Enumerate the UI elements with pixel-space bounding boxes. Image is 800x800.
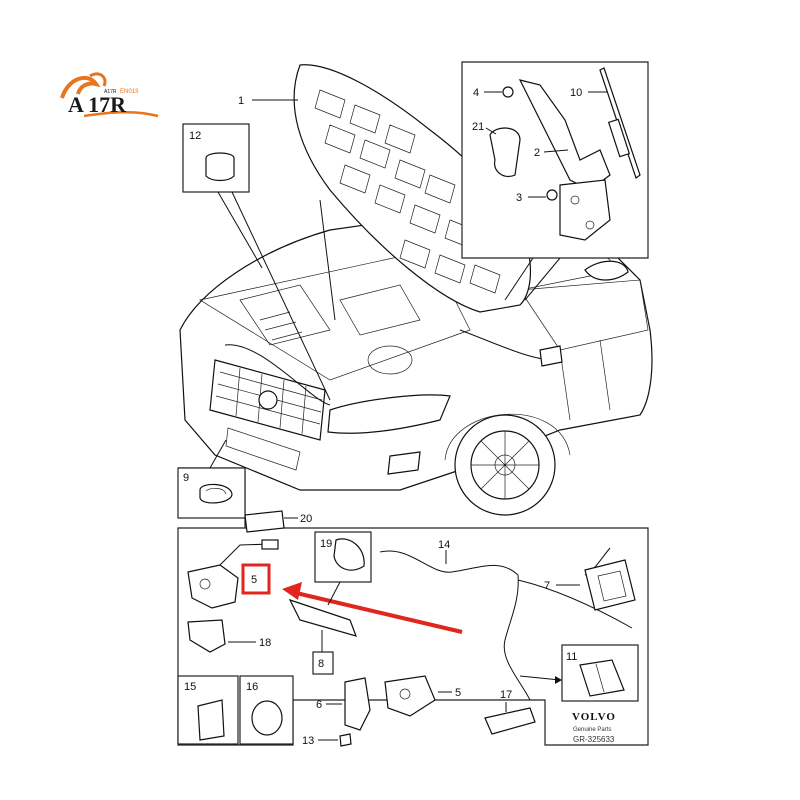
callout-11: 11 <box>566 651 577 663</box>
callout-7: 7 <box>544 580 550 592</box>
callout-6: 6 <box>316 699 322 711</box>
inset-12: 12 <box>182 123 331 401</box>
callout-21: 21 <box>472 121 484 133</box>
brand-subtitle: Genuine Parts <box>573 727 611 733</box>
highlight-box <box>241 563 271 595</box>
callout-8: 8 <box>318 658 324 670</box>
callout-5-highlight: 5 <box>251 574 257 586</box>
callout-3: 3 <box>516 192 522 204</box>
callout-13: 13 <box>302 735 314 747</box>
callout-19: 19 <box>320 538 332 550</box>
callout-1: 1 <box>238 95 244 107</box>
brand-ref: GR-325633 <box>573 735 615 744</box>
callout-2: 2 <box>534 147 540 159</box>
callout-18: 18 <box>259 637 271 649</box>
brand-block: VOLVO Genuine Parts GR-325633 <box>572 711 616 744</box>
callout-17: 17 <box>500 689 512 701</box>
callout-5: 5 <box>455 687 461 699</box>
callout-12: 12 <box>189 130 201 142</box>
logo-tag: EN013 <box>120 89 139 95</box>
brand-logo: A 17R A17R EN013 <box>60 72 159 118</box>
brand-name: VOLVO <box>572 711 616 723</box>
logo-small-text: A17R <box>104 89 117 95</box>
callout-10: 10 <box>570 87 582 99</box>
callout-20: 20 <box>300 513 312 525</box>
highlight-arrow <box>291 590 463 634</box>
callout-15: 15 <box>184 681 196 693</box>
callout-9: 9 <box>183 472 189 484</box>
callout-16: 16 <box>246 681 258 693</box>
callout-4: 4 <box>473 87 479 99</box>
lower-panel: 9 20 18 5 8 19 <box>177 467 649 747</box>
logo-text: A 17R <box>68 92 127 117</box>
callout-14: 14 <box>438 539 450 551</box>
inset-hinge-strut: 4 10 21 2 3 <box>461 61 649 301</box>
